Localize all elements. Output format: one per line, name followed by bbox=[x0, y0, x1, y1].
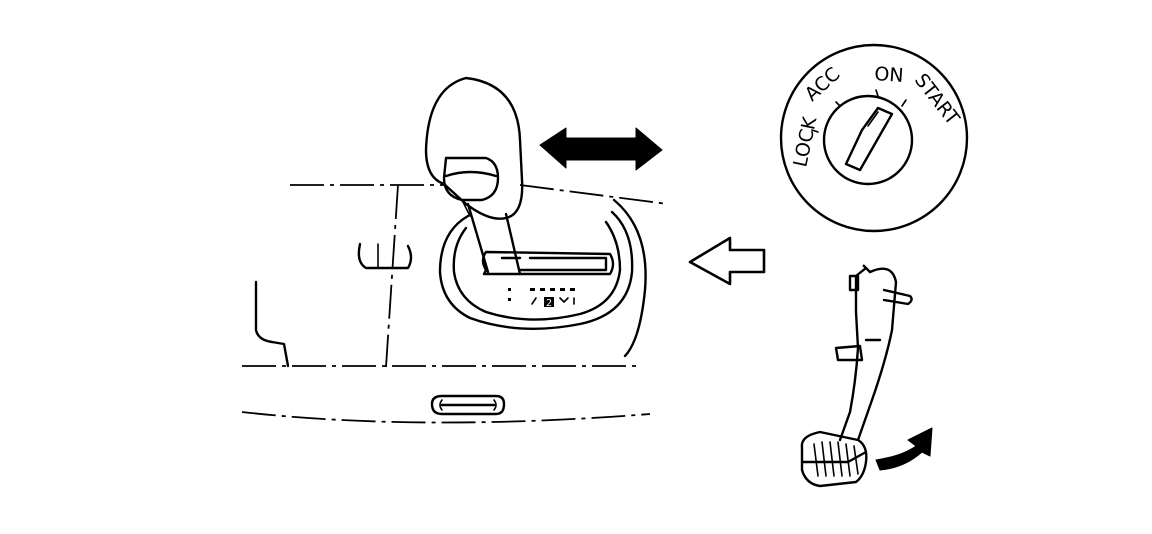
brake-pedal bbox=[800, 264, 913, 488]
ignition-position-start: START bbox=[910, 70, 964, 130]
ignition-position-lock: LOCK bbox=[789, 114, 821, 169]
ignition-switch: LOCK ACC ON START bbox=[779, 43, 969, 233]
ignition-position-acc: ACC bbox=[801, 63, 845, 106]
ignition-position-on: ON bbox=[874, 63, 905, 87]
shift-position-indicator: 2 bbox=[508, 288, 575, 309]
center-console bbox=[241, 184, 669, 424]
console-handle bbox=[430, 394, 506, 416]
double-headed-arrow-icon bbox=[539, 127, 663, 171]
curved-arrow-icon bbox=[875, 427, 933, 471]
selected-gear-mark: 2 bbox=[546, 298, 552, 309]
shift-lever-assembly: 2 bbox=[424, 76, 634, 330]
left-arrow-icon bbox=[688, 236, 766, 286]
